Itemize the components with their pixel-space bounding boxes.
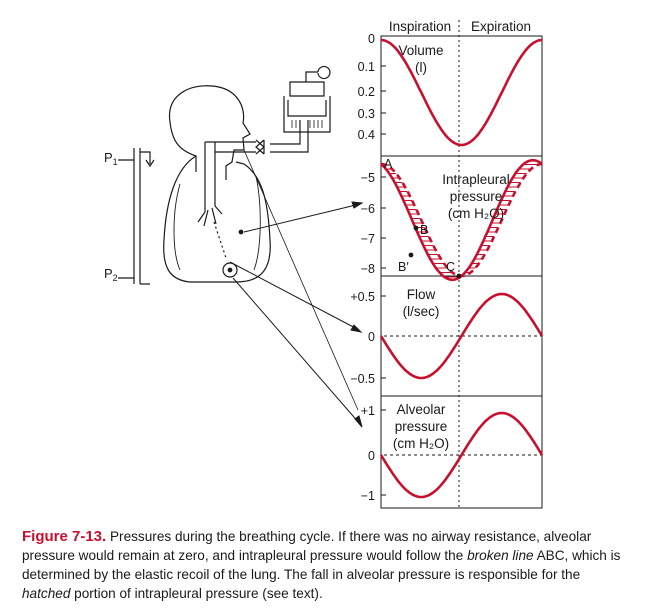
- alveolar-title-2: pressure: [395, 419, 448, 434]
- spirometer-tube: [270, 120, 309, 153]
- alveolus: [222, 262, 238, 278]
- figure-label: Figure 7-13.: [22, 528, 107, 545]
- lung-schematic: [118, 65, 331, 285]
- bronchi: [197, 205, 223, 227]
- intrapleural-tick-3: −8: [361, 262, 375, 276]
- flow-title-1: Flow: [407, 287, 436, 302]
- expiration-label: Expiration: [471, 19, 531, 34]
- breathing-cycle-figure: P1 P2 Inspiration Expiration 0 0.1 0.2 0…: [104, 19, 544, 509]
- alveolar-path: [213, 221, 227, 259]
- inspiration-label: Inspiration: [389, 19, 451, 34]
- volume-tick-0: 0: [368, 32, 375, 46]
- point-b-prime-label: B′: [398, 260, 409, 274]
- intrapleural-curve: [380, 158, 543, 282]
- point-c-marker: [456, 273, 462, 279]
- figure-caption: Figure 7-13. Pressures during the breath…: [22, 527, 630, 603]
- caption-text-2: ABC, which is determined by the elastic …: [22, 548, 621, 582]
- point-b-prime-marker: [408, 252, 414, 258]
- alveolar-curve: [379, 411, 544, 499]
- intrapleural-tick-1: −6: [361, 202, 375, 216]
- point-b-label: B: [420, 223, 428, 237]
- volume-tick-2: 0.2: [358, 85, 375, 99]
- point-c-label: C: [446, 260, 455, 274]
- intrapleural-title-3: (cm H₂O): [448, 206, 504, 221]
- trachea: [204, 141, 256, 212]
- axis-labels: 0 0.1 0.2 0.3 0.4 −5 −6 −7 −8 +0.5 0 −0.…: [350, 32, 375, 503]
- pressure-gauge-bars: [118, 148, 151, 285]
- flow-curve: [379, 292, 544, 380]
- p2-label: P2: [104, 266, 118, 283]
- pointer-arrows: [229, 149, 364, 428]
- volume-unit: (l): [415, 60, 427, 75]
- intrapleural-tick-2: −7: [361, 232, 375, 246]
- flow-tick-1: 0: [368, 330, 375, 344]
- caption-em-2: hatched: [22, 586, 71, 601]
- alveolar-tick-0: +1: [361, 404, 375, 418]
- intrapleural-title-1: Intrapleural: [442, 172, 510, 187]
- pleural-line: [173, 175, 261, 271]
- intrapleural-title-2: pressure: [450, 189, 503, 204]
- alveolar-title-1: Alveolar: [397, 402, 446, 417]
- volume-tick-4: 0.4: [358, 128, 375, 142]
- intrapleural-tick-0: −5: [361, 171, 375, 185]
- spirometer: [283, 81, 331, 133]
- head-outline: [168, 85, 251, 180]
- volume-curve: [380, 38, 543, 147]
- p1-label: P1: [104, 150, 118, 167]
- volume-tick-1: 0.1: [358, 60, 375, 74]
- point-a-label: A: [384, 157, 393, 171]
- alveolar-title-3: (cm H₂O): [393, 436, 449, 451]
- alveolar-panel: [380, 395, 543, 509]
- point-b-marker: [413, 225, 419, 231]
- volume-tick-3: 0.3: [358, 107, 375, 121]
- caption-em-1: broken line: [467, 548, 534, 563]
- intrapleural-points: A B B′ C: [384, 157, 462, 279]
- valve: [255, 139, 265, 155]
- alveolar-tick-2: −1: [361, 489, 375, 503]
- alveolar-tick-1: 0: [368, 449, 375, 463]
- caption-text-1: Pressures during the breathing cycle. If…: [22, 529, 592, 563]
- volume-title: Volume: [398, 43, 443, 58]
- flow-tick-0: +0.5: [350, 290, 375, 304]
- pleura-point: [238, 229, 244, 235]
- lung-outline: [163, 155, 271, 283]
- flow-title-2: (l/sec): [403, 304, 440, 319]
- caption-text-3: portion of intrapleural pressure (see te…: [70, 586, 323, 601]
- flow-tick-2: −0.5: [350, 372, 375, 386]
